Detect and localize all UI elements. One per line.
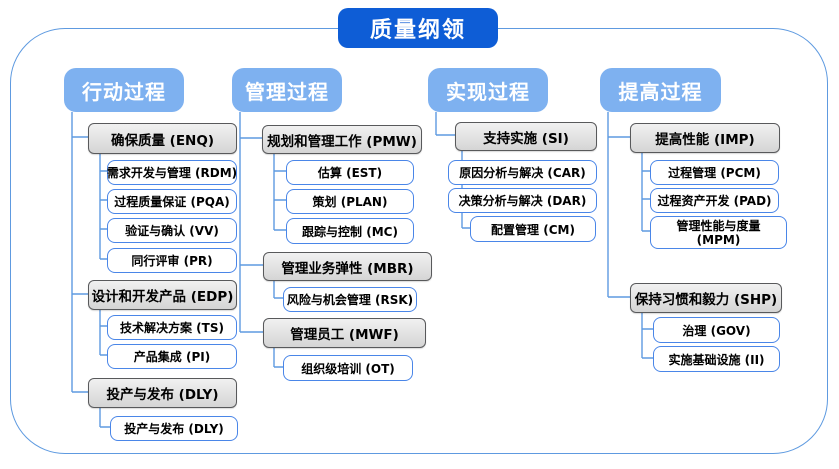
leaf-node-ts: 技术解决方案 (TS) xyxy=(107,315,237,340)
leaf-node-pi: 产品集成 (PI) xyxy=(107,344,237,369)
column-header-improvement-process: 提高过程 xyxy=(600,68,721,112)
leaf-node-plan: 策划 (PLAN) xyxy=(286,189,414,214)
leaf-node-est: 估算 (EST) xyxy=(286,160,414,185)
column-header-realization-process: 实现过程 xyxy=(428,68,548,112)
leaf-node-rsk: 风险与机会管理 (RSK) xyxy=(283,287,417,312)
group-node-shp: 保持习惯和毅力 (SHP) xyxy=(630,283,782,313)
leaf-node-pcm: 过程管理 (PCM) xyxy=(650,160,779,185)
leaf-node-vv: 验证与确认 (VV) xyxy=(107,218,237,243)
group-node-edp: 设计和开发产品 (EDP) xyxy=(88,280,237,310)
column-header-management-process: 管理过程 xyxy=(232,68,342,112)
leaf-node-pr: 同行评审 (PR) xyxy=(107,248,237,273)
leaf-node-cm: 配置管理 (CM) xyxy=(470,216,596,242)
leaf-node-gov: 治理 (GOV) xyxy=(653,317,780,343)
leaf-node-dar: 决策分析与解决 (DAR) xyxy=(448,188,597,213)
group-node-si: 支持实施 (SI) xyxy=(455,122,597,151)
group-node-pmw: 规划和管理工作 (PMW) xyxy=(262,125,422,154)
leaf-node-rdm: 需求开发与管理 (RDM) xyxy=(107,160,237,185)
group-node-imp: 提高性能 (IMP) xyxy=(630,123,780,153)
leaf-node-mpm: 管理性能与度量 (MPM) xyxy=(650,216,787,249)
leaf-node-ii: 实施基础设施 (II) xyxy=(653,346,780,372)
group-node-mbr: 管理业务弹性 (MBR) xyxy=(263,252,432,281)
leaf-node-pad: 过程资产开发 (PAD) xyxy=(650,188,779,213)
leaf-node-pqa: 过程质量保证 (PQA) xyxy=(107,189,237,214)
group-node-enq: 确保质量 (ENQ) xyxy=(88,123,237,154)
group-node-dly: 投产与发布 (DLY) xyxy=(88,378,237,408)
leaf-node-ot: 组织级培训 (OT) xyxy=(283,355,413,381)
leaf-node-dly: 投产与发布 (DLY) xyxy=(110,416,238,441)
leaf-node-mc: 跟踪与控制 (MC) xyxy=(286,218,414,244)
leaf-node-car: 原因分析与解决 (CAR) xyxy=(448,160,597,185)
root-node-title: 质量纲领 xyxy=(338,8,498,48)
group-node-mwf: 管理员工 (MWF) xyxy=(263,318,426,348)
column-header-action-process: 行动过程 xyxy=(64,68,184,112)
